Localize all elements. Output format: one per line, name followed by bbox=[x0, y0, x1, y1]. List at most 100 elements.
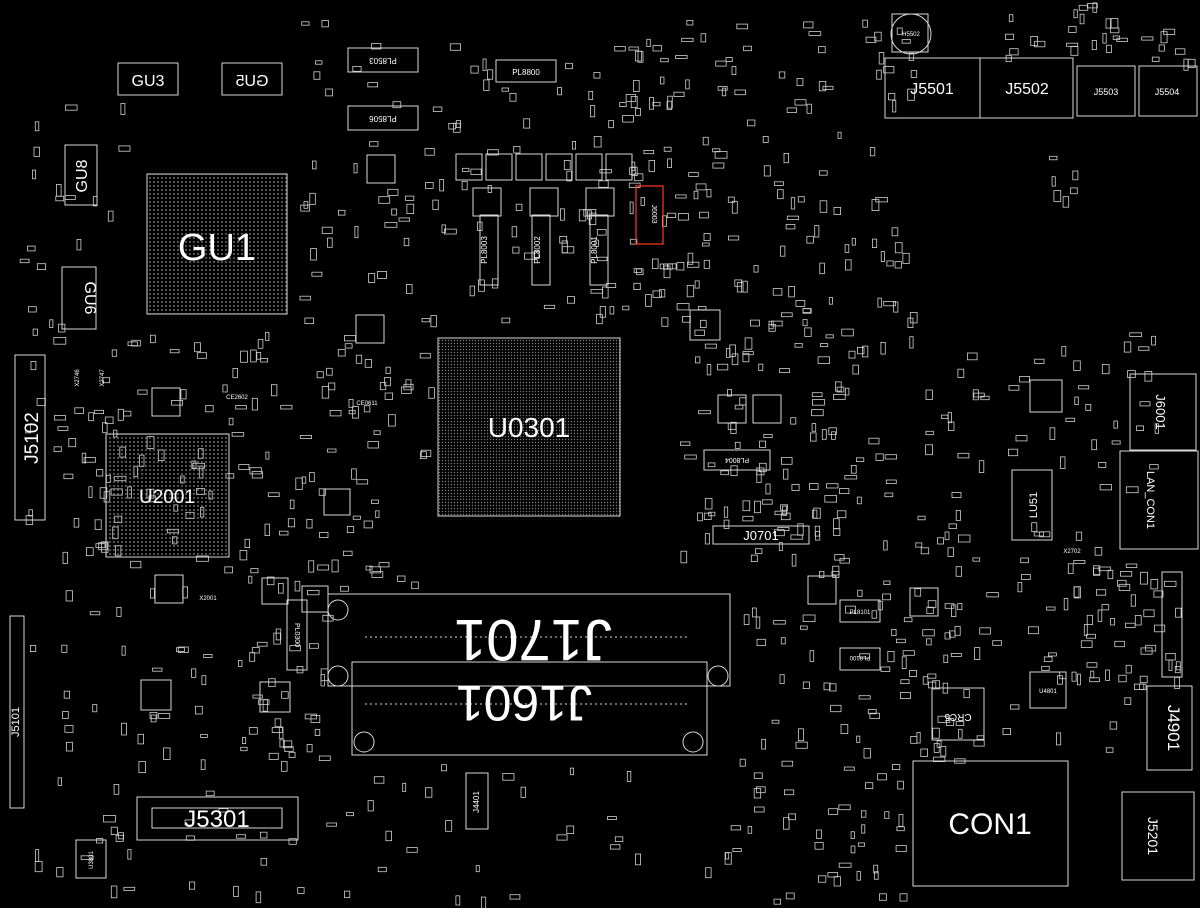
smd-pad bbox=[1141, 36, 1154, 41]
h5502-label: H5502 bbox=[902, 32, 920, 38]
smd-pad bbox=[363, 520, 373, 529]
smd-pad bbox=[937, 715, 951, 723]
smd-pad bbox=[32, 169, 36, 180]
j5101-outline[interactable] bbox=[9, 615, 25, 809]
smd-pad bbox=[569, 767, 574, 776]
smd-pad bbox=[188, 881, 196, 890]
smd-pad bbox=[771, 719, 780, 724]
j5503-outline[interactable] bbox=[1076, 65, 1136, 117]
smd-pad bbox=[352, 515, 361, 520]
pl8503-outline[interactable] bbox=[347, 47, 419, 73]
pl8506-outline[interactable] bbox=[347, 105, 419, 131]
j6003-highlight[interactable] bbox=[635, 185, 664, 245]
smd-pad bbox=[96, 469, 104, 477]
j5504-outline[interactable] bbox=[1138, 65, 1198, 117]
j5201-outline[interactable] bbox=[1121, 791, 1195, 881]
j5502-outline[interactable] bbox=[979, 57, 1074, 119]
pl8001-outline[interactable] bbox=[589, 214, 609, 286]
smd-pad bbox=[973, 392, 985, 398]
smd-pad bbox=[470, 168, 482, 175]
smd-pad bbox=[720, 470, 729, 476]
j5301-inner bbox=[151, 807, 283, 829]
gu3-outline[interactable] bbox=[117, 62, 179, 96]
u2001-bga-package[interactable] bbox=[105, 433, 230, 558]
smd-pad bbox=[1138, 346, 1150, 351]
smd-pad bbox=[326, 822, 337, 827]
smd-pad bbox=[28, 509, 33, 517]
u4801-outline[interactable] bbox=[1029, 671, 1067, 709]
pl0300-outline[interactable] bbox=[286, 599, 308, 671]
smd-pad bbox=[695, 356, 701, 364]
smd-pad bbox=[979, 627, 991, 635]
smd-pad bbox=[1019, 375, 1030, 383]
gu1-bga-package[interactable] bbox=[146, 173, 288, 315]
smd-pad bbox=[958, 534, 971, 543]
smd-pad bbox=[557, 87, 562, 96]
con1-outline[interactable] bbox=[912, 760, 1069, 887]
smd-pad bbox=[980, 395, 990, 401]
smd-pad bbox=[258, 699, 270, 705]
smd-pad bbox=[1020, 557, 1029, 564]
j4901-outline[interactable] bbox=[1146, 685, 1193, 771]
pl8004-outline[interactable] bbox=[703, 449, 771, 471]
j4702-outline[interactable] bbox=[1161, 571, 1183, 678]
smd-pad bbox=[588, 212, 597, 226]
smd-pad bbox=[759, 440, 766, 448]
smd-pad bbox=[972, 557, 981, 562]
smd-pad bbox=[308, 560, 315, 573]
crc5-label: CRC5 bbox=[944, 711, 972, 722]
smd-pad bbox=[303, 201, 309, 209]
j5102-label: J5102 bbox=[22, 412, 43, 464]
j1701-socket[interactable] bbox=[327, 593, 731, 687]
pl8100-outline[interactable] bbox=[839, 647, 881, 671]
smd-pad bbox=[240, 350, 248, 363]
smd-pad bbox=[1107, 569, 1114, 580]
smd-pad bbox=[682, 315, 691, 323]
smd-pad bbox=[64, 725, 74, 733]
smd-pad bbox=[810, 432, 817, 442]
smd-pad bbox=[947, 547, 954, 557]
gu6-outline[interactable] bbox=[61, 266, 97, 330]
smd-pad bbox=[1125, 486, 1139, 494]
smd-pad bbox=[783, 817, 790, 830]
j0701-outline[interactable] bbox=[712, 525, 810, 545]
smd-pad bbox=[403, 383, 414, 391]
smd-pad bbox=[1034, 40, 1046, 48]
u3801-outline[interactable] bbox=[75, 839, 107, 879]
j1601-socket[interactable] bbox=[351, 661, 708, 756]
u0301-bga-package[interactable] bbox=[437, 337, 621, 517]
smd-pad bbox=[607, 816, 617, 820]
smd-pad bbox=[127, 341, 138, 346]
j6001-outline[interactable] bbox=[1129, 373, 1197, 451]
gu5-outline[interactable] bbox=[221, 62, 283, 96]
gu8-outline[interactable] bbox=[64, 144, 98, 206]
smd-pad bbox=[754, 500, 761, 514]
smd-pad bbox=[344, 343, 353, 349]
pl8002-outline[interactable] bbox=[531, 214, 551, 286]
smd-pad bbox=[667, 263, 677, 270]
smd-pad bbox=[65, 590, 73, 602]
smd-pad bbox=[838, 862, 852, 868]
smd-pad bbox=[1174, 677, 1180, 690]
smd-pad bbox=[777, 189, 784, 200]
smd-pad bbox=[259, 831, 268, 839]
j5102-outline[interactable] bbox=[14, 354, 46, 521]
smd-pad bbox=[715, 60, 727, 67]
smd-pad bbox=[652, 45, 662, 52]
smd-pad bbox=[791, 553, 797, 567]
lu51-outline[interactable] bbox=[1011, 469, 1053, 541]
smd-pad bbox=[798, 728, 804, 742]
lan-con1-outline[interactable] bbox=[1119, 450, 1199, 550]
smd-pad bbox=[316, 371, 324, 379]
smd-pad bbox=[1008, 448, 1019, 457]
pl8003-outline[interactable] bbox=[479, 214, 499, 286]
smd-pad bbox=[619, 102, 627, 107]
pl8101-outline[interactable] bbox=[839, 599, 881, 623]
smd-pad bbox=[470, 65, 479, 74]
j5301-outline[interactable] bbox=[136, 796, 299, 841]
smd-pad bbox=[879, 893, 887, 901]
pl8800-outline[interactable] bbox=[495, 59, 557, 83]
j4401-outline[interactable] bbox=[465, 772, 489, 830]
smd-pad bbox=[1086, 662, 1098, 668]
crc5-outline[interactable] bbox=[931, 687, 985, 741]
